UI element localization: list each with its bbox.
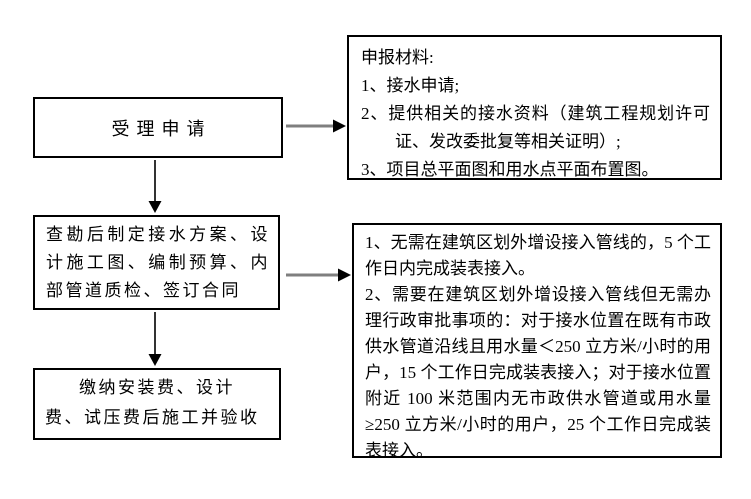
flow-step-pay-fees-construct-accept-label: 缴纳安装费、设计费、试压费后施工并验收 xyxy=(45,378,260,427)
application-materials-item: 1、接水申请; xyxy=(361,76,460,95)
arrow-step2-to-step3-icon xyxy=(148,312,162,366)
info-box-application-materials: 申报材料: 1、接水申请; 2、提供相关的接水资料（建筑工程规划许可证、发改委批… xyxy=(347,35,722,180)
connection-timeline-paragraph: 2、需要在建筑区划外增设接入管线但无需办理行政审批事项的：对于接水位置在既有市政… xyxy=(365,285,711,460)
flow-step-pay-fees-construct-accept: 缴纳安装费、设计费、试压费后施工并验收 xyxy=(33,368,281,440)
application-materials-item: 2、提供相关的接水资料（建筑工程规划许可证、发改委批复等相关证明）; xyxy=(361,104,710,151)
flow-step-survey-design-contract-label: 查勘后制定接水方案、设计施工图、编制预算、内部管道质检、签订合同 xyxy=(46,225,270,300)
arrow-step2-to-timelines-icon xyxy=(286,268,351,282)
connection-timeline-paragraph: 1、无需在建筑区划外增设接入管线的，5 个工作日内完成装表接入。 xyxy=(365,233,711,278)
arrow-step1-to-step2-icon xyxy=(148,160,162,213)
flow-step-survey-design-contract: 查勘后制定接水方案、设计施工图、编制预算、内部管道质检、签订合同 xyxy=(33,215,280,310)
flow-step-accept-application: 受理申请 xyxy=(33,97,283,158)
flow-step-accept-application-label: 受理申请 xyxy=(111,118,212,139)
application-materials-title: 申报材料: xyxy=(361,48,434,67)
arrow-step1-to-materials-icon xyxy=(286,119,346,133)
info-box-connection-timelines: 1、无需在建筑区划外增设接入管线的，5 个工作日内完成装表接入。 2、需要在建筑… xyxy=(352,223,722,460)
application-materials-item: 3、项目总平面图和用水点平面布置图。 xyxy=(361,160,659,179)
